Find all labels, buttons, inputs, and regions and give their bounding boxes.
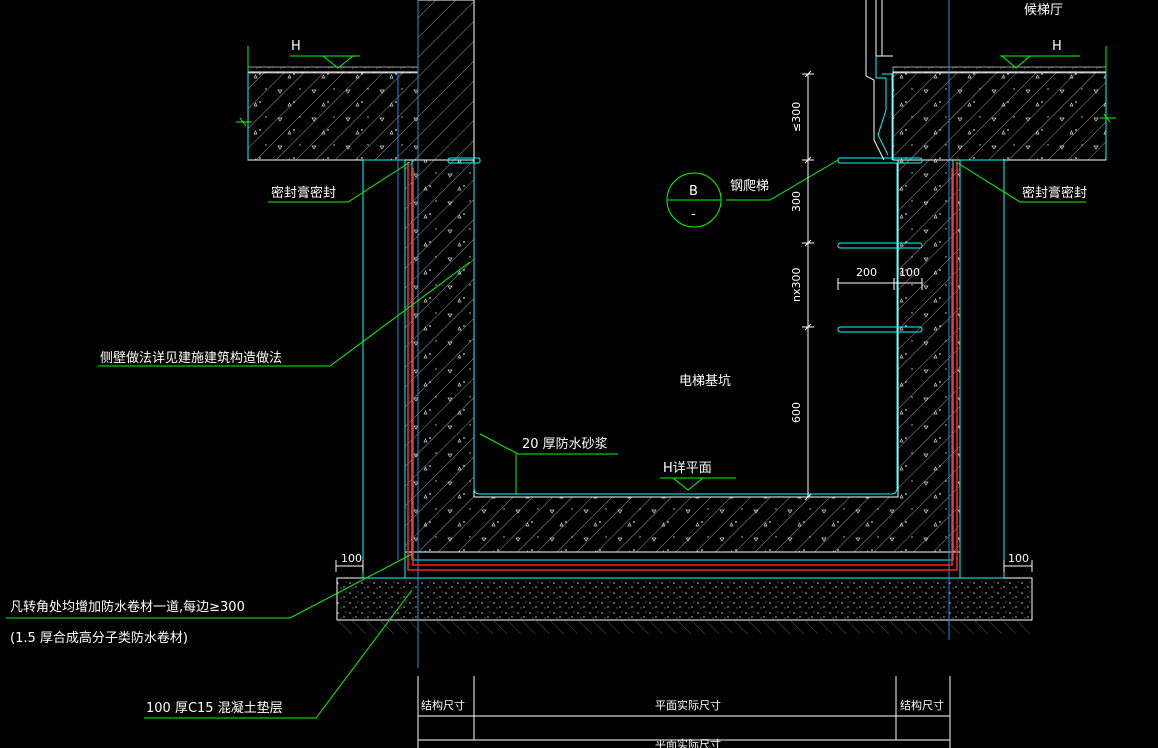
cushion-note: 100 厚C15 混凝土垫层: [146, 700, 283, 716]
dim-top: ≤300: [790, 102, 803, 132]
pit-name: 电梯基坑: [679, 374, 731, 389]
level-label-left: H: [291, 39, 301, 54]
pit-concrete: [404, 159, 961, 553]
dim-100-ladder: 100: [899, 266, 920, 279]
dim-100-right: 100: [1008, 552, 1029, 565]
dim-100-left: 100: [341, 552, 362, 565]
pit-floor-level: H详平面: [663, 461, 712, 476]
concrete-cushion: [336, 577, 1033, 621]
concrete-structure: [247, 0, 1107, 634]
corner-note-line2: (1.5 厚合成高分子类防水卷材): [10, 630, 188, 646]
level-label-right: H: [1052, 39, 1062, 54]
dim-300: 300: [790, 191, 803, 212]
waterproof-membrane: [407, 162, 958, 571]
dim-200: 200: [856, 266, 877, 279]
corner-note-line1: 凡转角处均增加防水卷材一道,每边≥300: [10, 599, 245, 615]
bottom-plan-size: 平面实际尺寸: [655, 737, 721, 748]
struct-size-right: 结构尺寸: [900, 698, 944, 712]
side-wall-note: 侧壁做法详见建施建筑构造做法: [100, 350, 282, 366]
dim-nx300: nx300: [790, 268, 803, 302]
dim-600: 600: [790, 402, 803, 423]
mortar-note: 20 厚防水砂浆: [522, 436, 608, 452]
detail-sheet: -: [691, 207, 696, 222]
leaders: [6, 46, 1116, 719]
wall-outlines: [247, 0, 1107, 668]
seal-label-right: 密封膏密封: [1022, 185, 1087, 201]
steel-ladder-label: 钢爬梯: [730, 179, 769, 194]
struct-size-left: 结构尺寸: [421, 698, 465, 712]
dimensions: [335, 70, 1033, 748]
annotations: 候梯厅 H H 密封膏密封 密封膏密封 钢爬梯 B - 侧壁做法详见建施建筑构造…: [10, 3, 1087, 748]
upper-left-wall: [417, 0, 475, 161]
room-label: 候梯厅: [1024, 3, 1063, 18]
plan-size: 平面实际尺寸: [655, 698, 721, 712]
seal-label-left: 密封膏密封: [271, 185, 336, 201]
detail-letter: B: [689, 184, 698, 199]
